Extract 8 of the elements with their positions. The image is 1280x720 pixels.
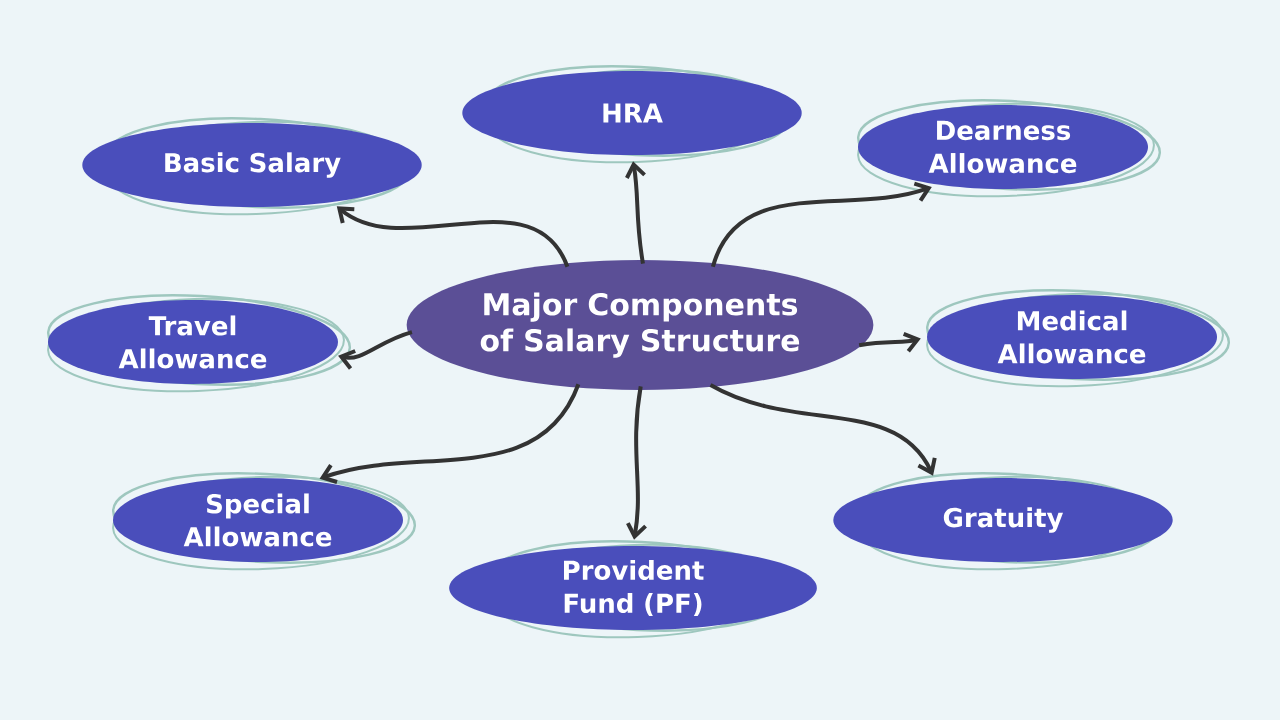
arrow (711, 181, 932, 268)
arrow (709, 383, 937, 476)
arrow (625, 161, 646, 264)
arrow (319, 383, 581, 484)
arrow (338, 330, 413, 370)
arrow (858, 332, 921, 353)
arrow (336, 206, 570, 268)
arrow (626, 386, 647, 540)
